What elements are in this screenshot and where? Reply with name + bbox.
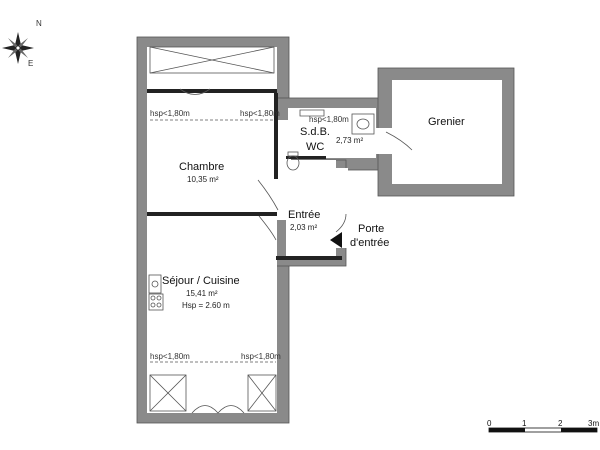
bath-vent-icon (299, 109, 325, 117)
compass-north-label: N (36, 19, 42, 28)
hsp-label-chambre-right: hsp<1,80m (240, 109, 280, 118)
scale-tick-1: 1 (522, 419, 527, 428)
sejour-area: 15,41 m² (186, 289, 218, 298)
hsp-label-sejour-right: hsp<1,80m (241, 352, 281, 361)
entree-name: Entrée (288, 209, 320, 221)
top-skylight-icon (149, 46, 275, 74)
door-label-line1: Porte (358, 223, 384, 235)
chambre-door-swing-icon (257, 179, 279, 211)
hsp-label-sdb: hsp<1,80m (309, 115, 349, 124)
chambre-sejour-partition (147, 212, 277, 216)
bath-bottom-partition (286, 156, 326, 159)
kitchen-sink-icon (148, 274, 162, 294)
sink-icon (351, 113, 375, 135)
hsp-label-sejour-left: hsp<1,80m (150, 352, 190, 361)
hsp-label-chambre-left: hsp<1,80m (150, 109, 190, 118)
entrance-arrow-icon (330, 232, 342, 248)
entry-bottom-partition (276, 256, 342, 260)
grenier-name: Grenier (428, 116, 465, 128)
sejour-right-window-icon (247, 374, 277, 412)
door-label-line2: d'entrée (350, 237, 389, 249)
door-opening (336, 168, 348, 248)
chambre-right-partition (274, 93, 278, 179)
chambre-window-swing-icon (179, 88, 211, 95)
sejour-door-swing-icon (258, 215, 277, 241)
toilet-icon (286, 151, 300, 171)
main-floor (147, 47, 277, 413)
scale-tick-0: 0 (487, 419, 492, 428)
scale-bar (488, 427, 598, 433)
sejour-left-window-icon (149, 374, 187, 412)
compass-rose-icon (2, 32, 34, 64)
attic-floor (392, 80, 502, 184)
sejour-hsp: Hsp = 2.60 m (182, 301, 230, 310)
sdb-name: S.d.B. (300, 126, 330, 138)
chambre-top-partition (147, 89, 277, 93)
sdb-area: 2,73 m² (336, 136, 363, 145)
chambre-name: Chambre (179, 161, 224, 173)
scale-tick-3: 3m (588, 419, 599, 428)
compass-east-label: E (28, 59, 33, 68)
chambre-area: 10,35 m² (187, 175, 219, 184)
sejour-name: Séjour / Cuisine (162, 275, 240, 287)
main-right-opening (275, 120, 291, 220)
entry-floor (286, 160, 336, 256)
entree-area: 2,03 m² (290, 223, 317, 232)
cooktop-icon (148, 293, 164, 311)
sejour-window-swing-icon (191, 405, 245, 414)
entry-door-swing-icon (335, 213, 347, 233)
attic-door-swing-icon (385, 131, 413, 151)
attic-passage (372, 128, 394, 154)
scale-tick-2: 2 (558, 419, 563, 428)
wc-name: WC (306, 141, 324, 153)
